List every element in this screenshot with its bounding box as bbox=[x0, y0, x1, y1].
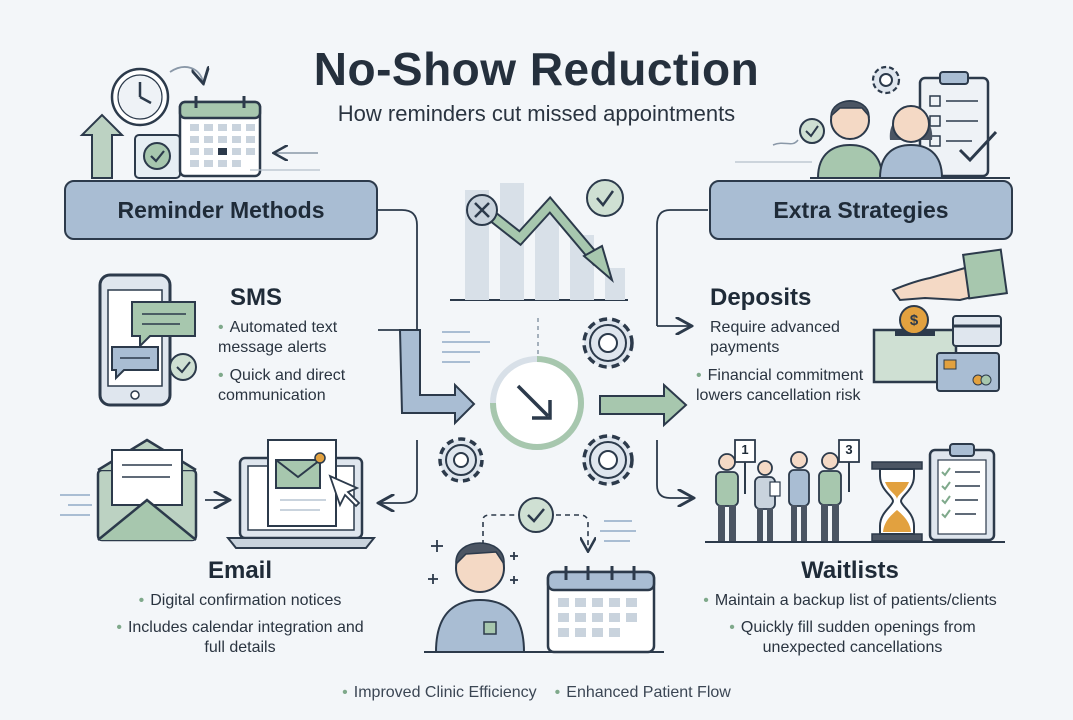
decline-chart-icon bbox=[450, 179, 628, 301]
flow-arrow-in bbox=[398, 329, 476, 426]
extra-strategies-pill: Extra Strategies bbox=[709, 180, 1013, 240]
clock-icon bbox=[110, 67, 170, 127]
email-heading: Email bbox=[207, 557, 273, 584]
calendar-icon bbox=[546, 566, 656, 654]
deposits-point: Financial commitment lowers cancellation… bbox=[696, 366, 911, 406]
footer: Improved Clinic Efficiency Enhanced Pati… bbox=[0, 684, 1073, 702]
footer-item: Improved Clinic Efficiency bbox=[342, 684, 537, 702]
smartphone-icon bbox=[98, 273, 172, 407]
chat-bubble-icon bbox=[111, 301, 196, 381]
footer-item: Enhanced Patient Flow bbox=[555, 684, 731, 702]
queue-number-label: 3 bbox=[845, 442, 853, 457]
coin-icon: $ bbox=[899, 305, 929, 335]
hourglass-icon bbox=[871, 461, 923, 542]
up-arrow-icon bbox=[79, 113, 125, 179]
waitlists-point: Maintain a backup list of patients/clien… bbox=[660, 591, 1040, 611]
queue-number-label: 1 bbox=[741, 442, 749, 457]
check-circle-icon bbox=[799, 118, 825, 144]
page-title: No-Show Reduction bbox=[313, 43, 760, 95]
laptop-icon bbox=[225, 439, 377, 549]
check-circle-icon bbox=[518, 497, 554, 533]
gear-icon bbox=[582, 434, 634, 486]
gear-icon bbox=[438, 437, 484, 483]
email-point: Includes calendar integration and full d… bbox=[110, 618, 370, 658]
sparkle-icon bbox=[428, 540, 518, 584]
clipboard-checklist-icon bbox=[928, 443, 996, 542]
deposits-point: Require advanced payments bbox=[710, 319, 840, 356]
calendar-icon bbox=[178, 96, 262, 178]
reminder-methods-pill: Reminder Methods bbox=[64, 180, 378, 240]
gear-icon bbox=[871, 65, 901, 95]
gear-icon bbox=[582, 317, 634, 369]
flow-arrow-out bbox=[599, 382, 688, 428]
sms-point: Quick and direct communication bbox=[218, 366, 393, 406]
clipboard-icon bbox=[918, 71, 998, 178]
sms-point: Automated text message alerts bbox=[218, 318, 393, 358]
staff-woman-avatar bbox=[878, 105, 944, 179]
check-circle-icon bbox=[169, 353, 197, 381]
patient-avatar bbox=[434, 542, 526, 653]
cursor-icon bbox=[328, 474, 361, 508]
progress-clock-icon bbox=[490, 356, 584, 450]
deposit-hand-icon bbox=[891, 248, 1009, 302]
email-point: Digital confirmation notices bbox=[90, 591, 390, 611]
check-card-icon bbox=[134, 134, 181, 179]
staff-man-avatar bbox=[816, 100, 884, 179]
credit-card-icon bbox=[936, 315, 1002, 392]
curved-arrow-icon bbox=[169, 67, 203, 82]
page-subtitle: How reminders cut missed appointments bbox=[337, 101, 736, 126]
waitlists-point: Quickly fill sudden openings from unexpe… bbox=[710, 618, 995, 658]
queue-people-icon bbox=[715, 439, 860, 541]
waitlists-heading: Waitlists bbox=[801, 557, 899, 584]
envelope-icon bbox=[96, 438, 198, 542]
deposits-heading: Deposits bbox=[710, 284, 812, 311]
sms-heading: SMS bbox=[230, 284, 283, 311]
lines-decor bbox=[442, 331, 490, 363]
svg-text:$: $ bbox=[910, 312, 919, 329]
